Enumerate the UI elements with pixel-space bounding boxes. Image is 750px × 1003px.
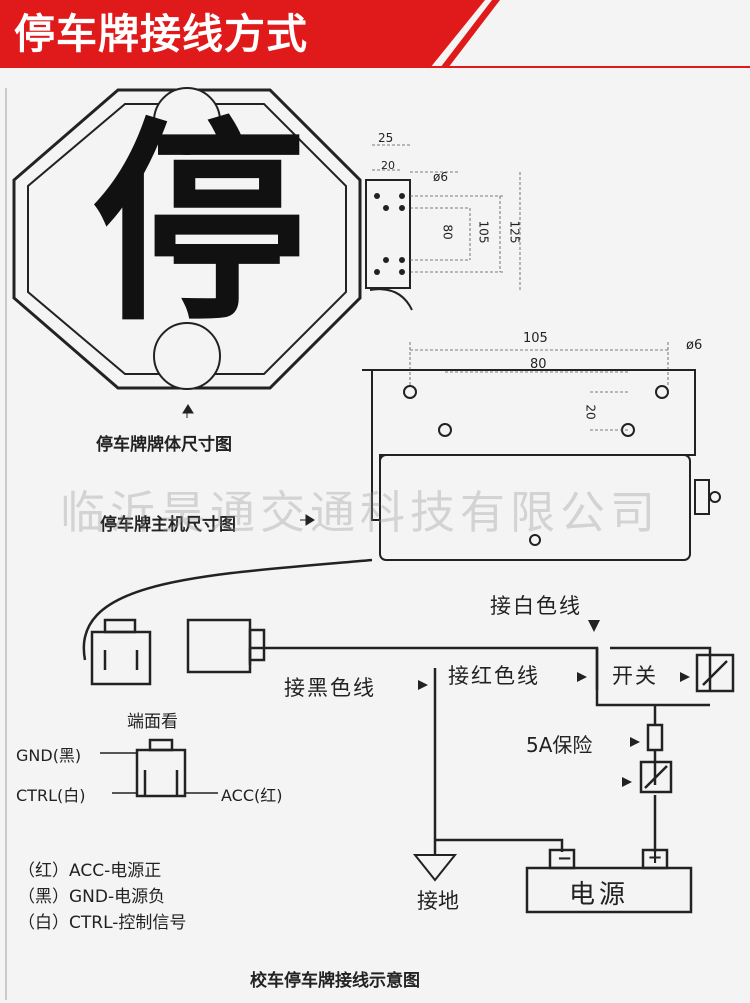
- host-knob: [694, 479, 710, 515]
- battery-negative: −: [557, 848, 573, 869]
- dim-20: 20: [381, 159, 395, 172]
- fuse-box: [646, 723, 664, 752]
- host-dim-105: 105: [523, 331, 548, 346]
- host-caption: 停车牌主机尺寸图: [100, 515, 236, 535]
- title-banner: [0, 0, 750, 68]
- wiring-diagram: [5, 87, 735, 1000]
- host-cable: [82, 558, 373, 661]
- battery-positive: +: [647, 847, 663, 868]
- sign-cable: [369, 288, 413, 311]
- pin-ctrl: CTRL(白): [16, 786, 86, 805]
- dim-hole: ø6: [433, 170, 448, 184]
- sign-octagon-outer: [12, 88, 362, 390]
- label-power: 电源: [569, 880, 630, 910]
- dim-105: 105: [476, 220, 491, 244]
- sign-bottom-circle: [153, 322, 221, 390]
- pin-gnd: GND(黑): [16, 746, 82, 765]
- sign-caption: 停车牌牌体尺寸图: [96, 435, 232, 455]
- label-red-wire: 接红色线: [448, 664, 540, 688]
- plug-left: [90, 630, 152, 686]
- banner-shape: [0, 0, 485, 68]
- label-ground: 接地: [417, 889, 459, 913]
- label-black-wire: 接黑色线: [284, 676, 376, 700]
- banner-underline: [0, 66, 750, 68]
- stop-character: 停: [91, 99, 307, 350]
- host-dim-20: 20: [583, 404, 598, 420]
- label-switch: 开关: [612, 664, 658, 688]
- relay-box: [639, 760, 673, 794]
- banner-stripe: [440, 0, 500, 68]
- white-wire: [595, 646, 712, 690]
- watermark: 临沂昊通交通科技有限公司: [60, 486, 661, 539]
- footer-title: 校车停车牌接线示意图: [250, 971, 420, 991]
- power-box: [525, 866, 693, 914]
- label-white-wire: 接白色线: [490, 594, 582, 618]
- host-dim-80: 80: [530, 357, 547, 372]
- host-dim-hole: ø6: [686, 338, 703, 353]
- page-title: 停车牌接线方式: [14, 10, 308, 58]
- legend-black: （黑）GND-电源负: [18, 887, 166, 907]
- dim-25: 25: [378, 131, 394, 145]
- host-bracket: [362, 369, 696, 521]
- plug-right: [186, 618, 252, 674]
- legend-white: （白）CTRL-控制信号: [18, 913, 187, 933]
- pin-acc: ACC(红): [221, 786, 283, 805]
- connector-view-label: 端面看: [127, 712, 178, 732]
- ground-symbol: [412, 854, 458, 882]
- switch-box: [695, 653, 735, 693]
- host-body: [379, 454, 691, 561]
- dim-125: 125: [507, 220, 522, 244]
- sign-bracket: [365, 179, 411, 289]
- ground-link: [435, 838, 564, 852]
- dim-80: 80: [440, 224, 455, 240]
- legend-red: （红）ACC-电源正: [18, 861, 162, 881]
- sign-octagon-inner: [27, 103, 347, 375]
- host-hole: [403, 385, 417, 399]
- sign-top-circle: [153, 87, 221, 155]
- label-fuse: 5A保险: [526, 733, 593, 757]
